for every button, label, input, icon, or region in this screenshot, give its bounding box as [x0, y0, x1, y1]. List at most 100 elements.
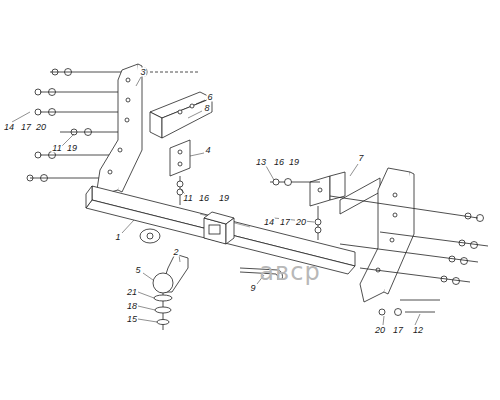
callout-number: 14	[3, 123, 15, 132]
ball-mount	[153, 254, 188, 330]
drawing-stroke	[49, 89, 56, 96]
drawing-stroke	[471, 242, 478, 249]
drawing-stroke	[118, 148, 122, 152]
drawing-stroke	[85, 129, 92, 136]
drawing-stroke	[395, 309, 402, 316]
drawing-stroke	[461, 258, 468, 265]
drawing-stroke	[226, 218, 234, 244]
drawing-stroke	[150, 72, 200, 73]
callout-number: 12	[412, 326, 424, 335]
callout-number: 9	[249, 284, 256, 293]
drawing-stroke	[126, 78, 130, 82]
leader-lines	[12, 77, 420, 325]
drawing-stroke	[285, 179, 292, 186]
drawing-stroke	[138, 292, 154, 298]
drawing-stroke	[380, 232, 488, 246]
callout-number: 1	[114, 233, 121, 242]
drawing-stroke	[350, 164, 358, 176]
drawing-stroke	[178, 162, 182, 166]
drawing-stroke	[383, 316, 384, 325]
drawing-stroke	[27, 175, 33, 181]
drawing-stroke	[360, 268, 470, 282]
callout-number: 19	[288, 158, 300, 167]
drawing-stroke	[147, 233, 153, 239]
callout-number: 17	[392, 326, 404, 335]
drawing-stroke	[153, 273, 173, 293]
drawing-stroke	[49, 152, 56, 159]
drawing-stroke	[459, 240, 465, 246]
drawing-stroke	[190, 104, 194, 108]
drawing-stroke	[138, 319, 157, 322]
drawing-stroke	[415, 314, 420, 325]
drawing-stroke	[178, 150, 182, 154]
callout-number: 3	[139, 68, 146, 77]
drawing-stroke	[441, 276, 447, 282]
drawing-stroke	[155, 307, 171, 313]
callout-number: 19	[66, 144, 78, 153]
drawing-stroke	[92, 186, 355, 266]
drawing-stroke	[465, 213, 471, 219]
drawing-stroke	[126, 98, 130, 102]
drawing-stroke	[340, 178, 380, 214]
drawing-stroke	[125, 118, 129, 122]
drawing-stroke	[40, 155, 112, 156]
callout-number: 11	[51, 144, 62, 153]
callout-number: 17	[279, 218, 291, 227]
drawing-stroke	[170, 140, 190, 176]
drawing-stroke	[65, 69, 72, 76]
drawing-stroke	[318, 188, 322, 192]
callout-number: 18	[126, 302, 138, 311]
callout-number: 20	[295, 218, 307, 227]
callout-number: 20	[35, 123, 47, 132]
drawing-stroke	[449, 256, 455, 262]
drawing-stroke	[379, 309, 385, 315]
drawing-stroke	[400, 300, 440, 301]
drawing-stroke	[477, 215, 484, 222]
watermark: aвcp	[258, 260, 321, 284]
drawing-stroke	[315, 219, 321, 225]
drawing-stroke	[390, 238, 394, 242]
drawing-stroke	[35, 109, 41, 115]
drawing-stroke	[41, 175, 48, 182]
callout-number: 16	[273, 158, 285, 167]
drawing-stroke	[209, 225, 220, 234]
drawing-stroke	[143, 273, 153, 280]
callout-number: 15	[126, 315, 138, 324]
drawing-stroke	[108, 170, 112, 174]
callout-number: 16	[198, 194, 210, 203]
drawing-stroke	[330, 172, 345, 200]
drawing-stroke	[177, 181, 183, 187]
drawing-stroke	[40, 92, 130, 93]
drawing-stroke	[12, 112, 30, 122]
drawing-stroke	[52, 69, 58, 75]
drawing-stroke	[122, 220, 134, 233]
drawing-stroke	[393, 213, 397, 217]
drawing-stroke	[140, 229, 160, 243]
drawing-stroke	[310, 176, 330, 206]
drawing-stroke	[340, 244, 478, 262]
callout-number: 14	[263, 218, 275, 227]
drawing-stroke	[60, 132, 122, 133]
callout-number: 7	[357, 154, 364, 163]
drawing-stroke	[330, 196, 478, 218]
drawing-stroke	[118, 64, 142, 192]
right-bolts	[330, 196, 488, 316]
callout-number: 5	[134, 266, 141, 275]
drawing-stroke	[150, 112, 162, 138]
drawing-stroke	[453, 278, 460, 285]
drawing-stroke	[157, 320, 169, 325]
callout-number: 11	[182, 194, 193, 203]
callout-number: 21	[126, 288, 138, 297]
drawing-stroke	[154, 295, 172, 301]
callout-number: 17	[20, 123, 32, 132]
drawing-stroke	[35, 89, 41, 95]
callout-number: 20	[374, 326, 386, 335]
callout-number: 6	[206, 93, 213, 102]
drawing-stroke	[35, 152, 41, 158]
drawing-stroke	[136, 77, 141, 86]
drawing-stroke	[49, 109, 56, 116]
drawing-stroke	[178, 110, 182, 114]
drawing-stroke	[315, 227, 321, 233]
